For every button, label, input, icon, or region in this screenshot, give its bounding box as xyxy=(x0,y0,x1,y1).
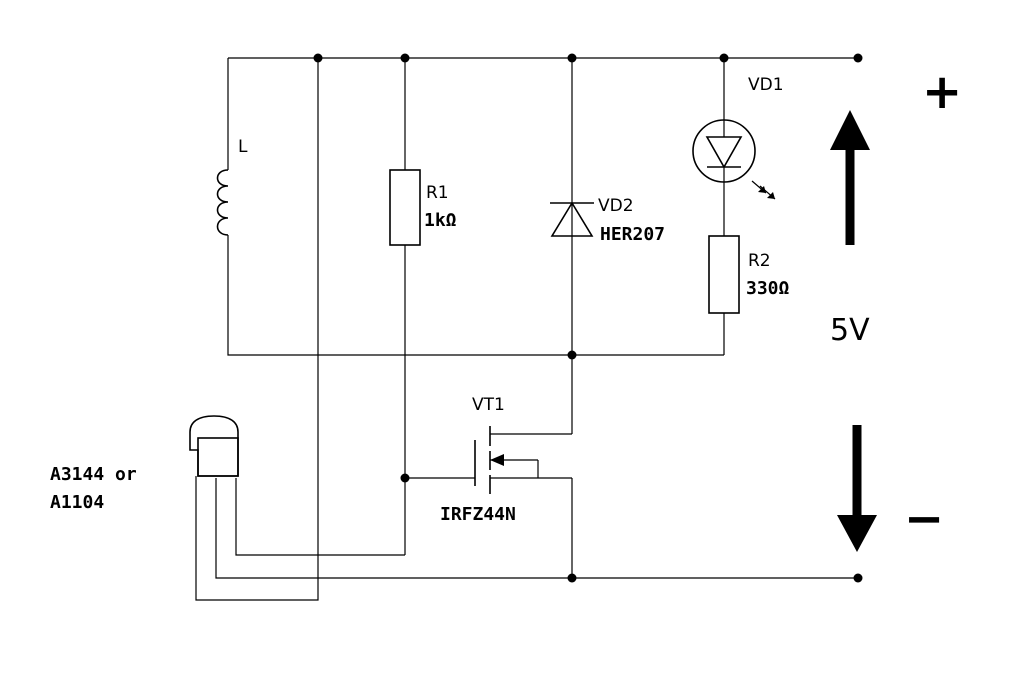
sensor-vcc-wire xyxy=(195,58,319,601)
vd1-ref-label: VD1 xyxy=(748,75,784,95)
positive-terminal-sign: + xyxy=(922,64,962,120)
vt1-mosfet-symbol xyxy=(474,426,572,494)
sensor-part-line2: A1104 xyxy=(50,492,104,513)
vd1-light-arrows-icon xyxy=(751,180,776,200)
negative-arrow-icon xyxy=(837,425,877,552)
inductor-coil xyxy=(216,169,229,236)
r1-ref-label: R1 xyxy=(426,183,449,203)
vd1-led-symbol xyxy=(692,119,756,183)
inductor-label: L xyxy=(238,137,248,157)
r2-resistor xyxy=(708,235,740,314)
r1-resistor xyxy=(389,169,421,246)
vt1-ref-label: VT1 xyxy=(472,395,505,415)
r2-value-label: 330Ω xyxy=(746,278,790,299)
junction-dots xyxy=(313,53,863,583)
supply-voltage-label: 5V xyxy=(830,313,870,348)
bottom-rail-wire xyxy=(215,478,858,579)
vt1-part-label: IRFZ44N xyxy=(440,504,516,525)
vd2-diode-symbol xyxy=(550,201,594,237)
sensor-output-wire xyxy=(235,478,405,556)
vd2-part-label: HER207 xyxy=(600,224,665,245)
hall-sensor-symbol xyxy=(189,415,239,478)
inductor-lower-wire xyxy=(227,235,724,356)
negative-terminal-sign: − xyxy=(904,491,944,547)
r2-ref-label: R2 xyxy=(748,251,771,271)
sensor-part-line1: A3144 or xyxy=(50,464,137,485)
r1-value-label: 1kΩ xyxy=(424,210,457,231)
positive-arrow-icon xyxy=(830,110,870,245)
vd2-ref-label: VD2 xyxy=(598,196,634,216)
